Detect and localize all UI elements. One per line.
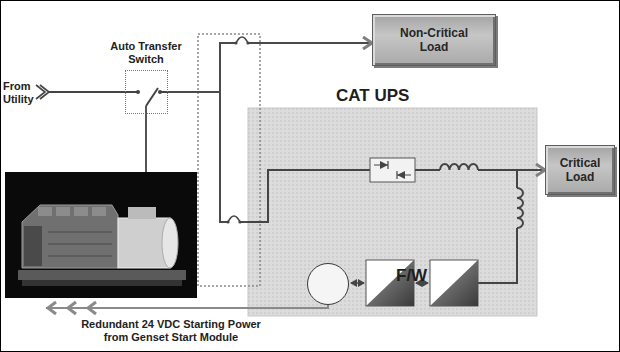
load-box: Critical Load [545, 145, 615, 195]
flywheel-circle: F/W [307, 263, 349, 305]
static-switch [370, 158, 415, 182]
ups-wire [478, 169, 537, 171]
cylinder-head [92, 207, 106, 216]
genset-picture [5, 172, 197, 298]
breaker-symbol [226, 216, 241, 225]
thyristor [397, 171, 405, 179]
ups-circuit [248, 158, 537, 306]
switchboard-outline [198, 34, 260, 286]
breaker-arc [228, 216, 240, 222]
power-connector [168, 43, 372, 92]
terminal-box [128, 207, 156, 219]
box-label: Critical Load [552, 156, 608, 184]
thyristor [380, 161, 388, 169]
feed-symbol [36, 85, 49, 99]
source-label: From Utility [3, 80, 41, 106]
engine-detail [48, 232, 112, 256]
genset-wire [145, 106, 147, 172]
inverter-shade [430, 260, 478, 306]
inductor-symbol [440, 164, 478, 170]
load-box: Non-Critical Load [372, 14, 496, 66]
switch-contact [136, 90, 140, 94]
picture-ground [5, 172, 197, 298]
switch-outline [125, 70, 168, 114]
thyristor-lines [374, 161, 411, 179]
cylinder-head [38, 207, 52, 216]
ups-wire [248, 170, 370, 222]
ups-wire [415, 169, 440, 171]
power-connector [168, 92, 248, 222]
switch-wire [160, 91, 168, 93]
ups-block: CAT UPS F/W [248, 84, 537, 316]
inductor-symbol [517, 188, 523, 228]
skid [18, 270, 186, 280]
alternator-end [162, 218, 178, 268]
box-label: Non-Critical Load [392, 26, 476, 54]
breaker-contact [226, 220, 229, 223]
chevron-arrows [48, 302, 96, 314]
breaker-arc [236, 37, 248, 43]
ups-region [248, 108, 537, 316]
block-heading: CAT UPS [336, 86, 409, 106]
switch-blade [146, 88, 158, 106]
engine-block [22, 205, 118, 268]
breaker-symbol [234, 37, 249, 46]
flywheel-link [351, 282, 364, 284]
transfer-switch: Auto Transfer Switch [100, 40, 192, 116]
box-label: F/W [396, 266, 427, 286]
block-heading: Auto Transfer Switch [100, 40, 192, 66]
ups-wire [516, 170, 518, 188]
skid-rail [22, 280, 182, 286]
power-connector [537, 169, 545, 171]
cylinder-head [56, 207, 70, 216]
breaker-contact [238, 220, 241, 223]
inverter-box [430, 260, 478, 306]
cylinder-head [74, 207, 88, 216]
ups-wire [478, 228, 517, 283]
radiator [24, 226, 42, 266]
breaker-contact [234, 41, 237, 44]
note-label: Redundant 24 VDC Starting Power from Gen… [75, 318, 267, 344]
breaker-contact [246, 41, 249, 44]
